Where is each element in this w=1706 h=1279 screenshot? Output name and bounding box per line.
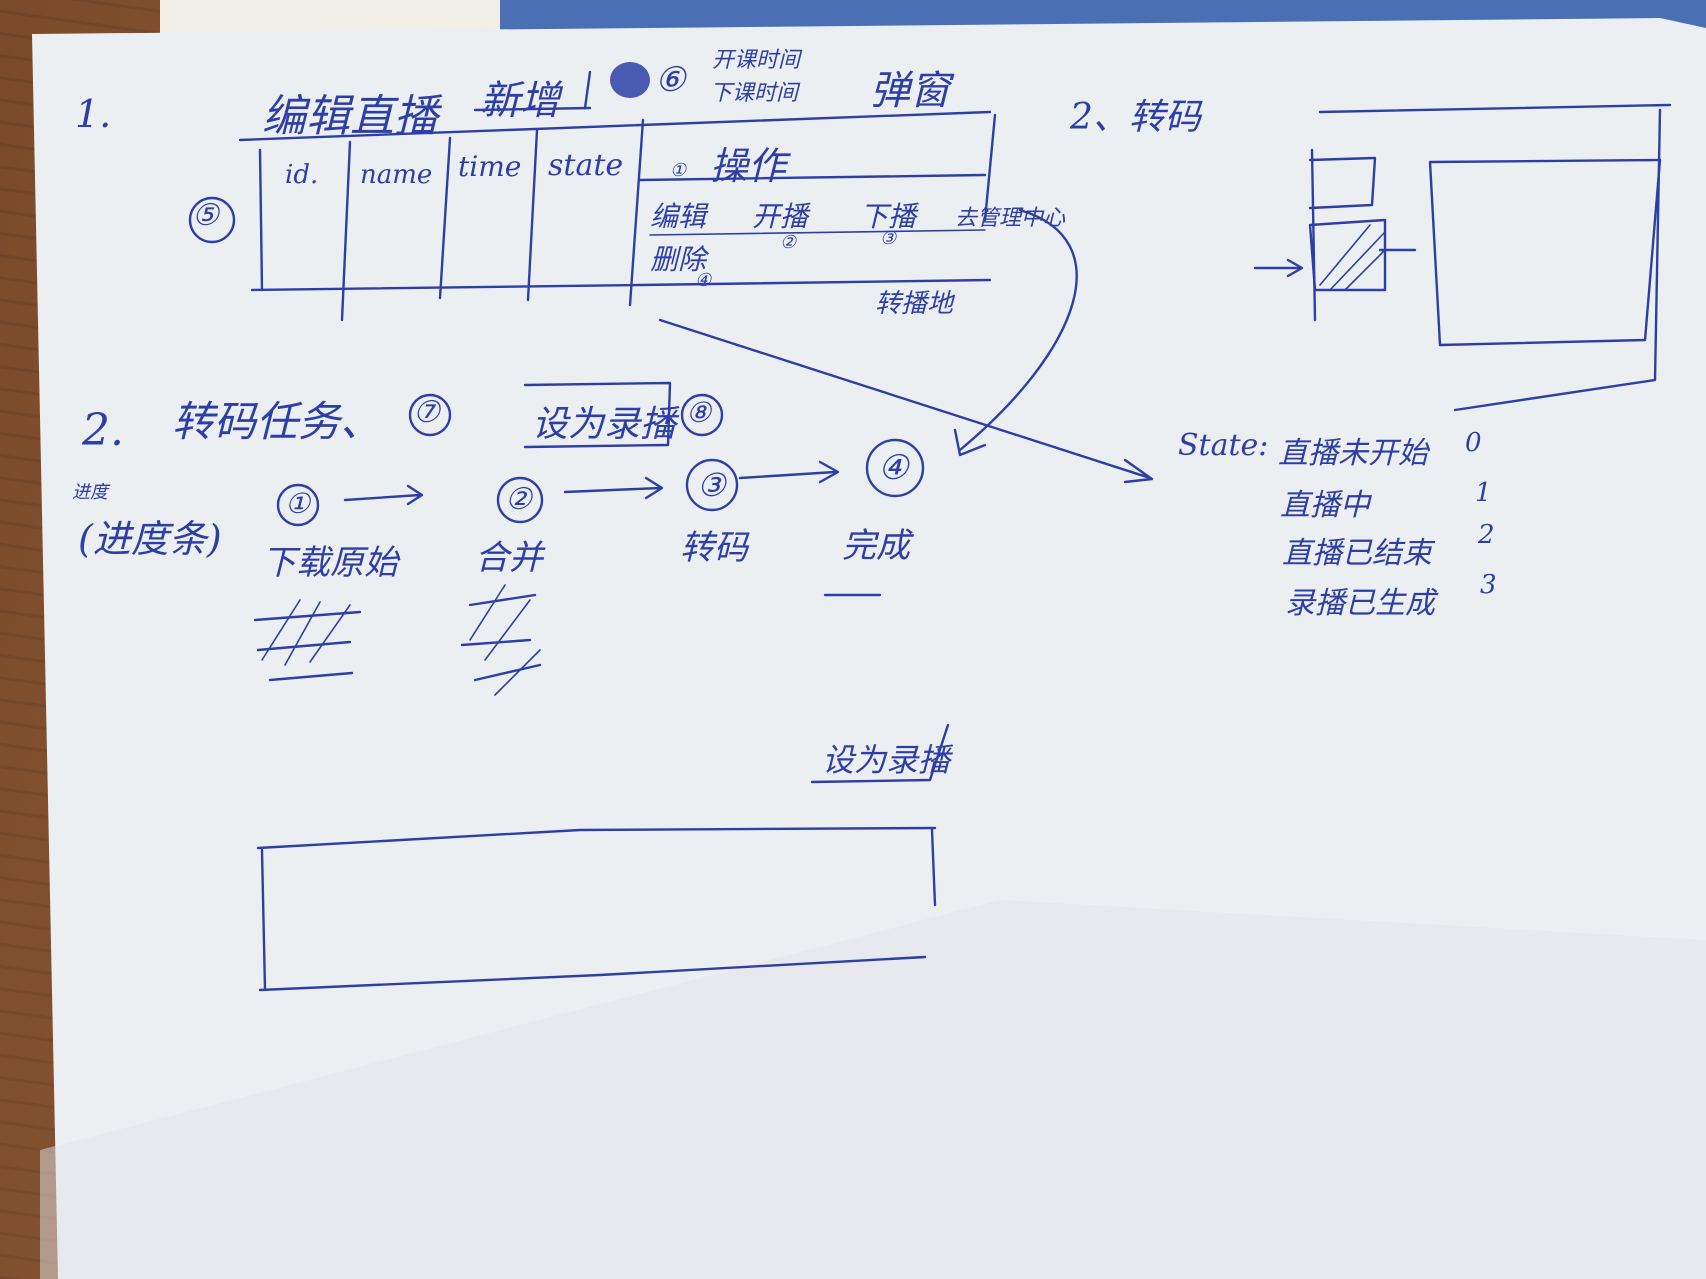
marker-2: ② [780, 232, 797, 253]
state-0-text: 直播未开始 [1278, 436, 1428, 471]
circle-5-label: ⑤ [192, 198, 219, 233]
section2-title: 转码任务、 [172, 397, 383, 446]
step3-num: ③ [697, 466, 726, 504]
table-divider [628, 118, 645, 307]
section1-number: 1. [75, 92, 112, 136]
table-header-state: state [548, 148, 624, 183]
circle-5-ring [188, 196, 236, 244]
table-header-time: time [458, 150, 522, 183]
side-note-top: 进度 [72, 482, 108, 503]
circle-7-label: ⑦ [413, 395, 440, 430]
section1-title: 编辑直播 [262, 91, 438, 142]
side-note: (进度条) [78, 517, 222, 561]
curved-arrow [958, 208, 1078, 452]
state-3-code: 3 [1480, 570, 1497, 600]
start-broadcast-action[interactable]: 开播 [752, 200, 809, 233]
table-divider [340, 140, 352, 322]
table-divider [438, 136, 452, 300]
paper-shadow [40, 900, 1706, 1279]
step3-label: 转码 [680, 528, 748, 568]
set-record-button[interactable]: 设为录播 [532, 404, 677, 445]
progress-lines [460, 593, 542, 682]
circle-6-label: ⑥ [655, 60, 686, 100]
time-note-line1: 开课时间 [712, 48, 801, 73]
popup-right-line [1453, 108, 1662, 412]
table-top-line [238, 110, 992, 142]
step1-label: 下载原始 [262, 543, 398, 583]
popup-small-box [1308, 156, 1377, 210]
edit-action[interactable]: 编辑 [650, 200, 707, 233]
step1-num: ① [285, 487, 311, 520]
progress-lines [253, 610, 362, 682]
table-right-border [983, 113, 997, 222]
step3-ring [685, 458, 739, 512]
marker-1: ① [670, 160, 687, 181]
bottom-box-top [256, 826, 937, 850]
table-left-border [258, 148, 264, 292]
step-arrow [563, 476, 664, 500]
marker-4: ④ [695, 270, 712, 291]
bottom-box-bottom [258, 955, 927, 992]
add-button-underline [473, 106, 592, 112]
circle-8-label: ⑧ [686, 396, 712, 429]
popup-hatching [1319, 224, 1386, 291]
state-1-text: 直播中 [1280, 488, 1370, 523]
section2-number: 2. [82, 405, 124, 456]
table-header-name: name [360, 160, 433, 190]
state-legend-prefix: State: [1178, 428, 1269, 463]
bottom-box-left [260, 848, 267, 992]
step-arrow [738, 460, 840, 484]
circle-8-ring [680, 393, 724, 437]
table-bottom-line [250, 278, 992, 292]
table-action-line [638, 173, 987, 182]
popup-hatched-box [1308, 218, 1387, 292]
bottom-button-box [810, 723, 950, 784]
step2-ring [496, 476, 544, 524]
state-0-code: 0 [1465, 428, 1482, 458]
scribble-mark [610, 62, 650, 98]
marker-3: ③ [880, 228, 897, 249]
step-arrow [343, 484, 424, 506]
table-divider [526, 128, 539, 302]
add-button-bracket [583, 70, 592, 110]
state-1-code: 1 [1475, 478, 1492, 508]
state-arrow [658, 318, 1152, 480]
progress-hatching [261, 599, 351, 666]
step4-ring [865, 438, 925, 498]
add-button[interactable]: 新增 [480, 78, 560, 124]
popup-inner-box [1428, 158, 1662, 347]
popup-top-line [1318, 103, 1672, 114]
step4-label: 完成 [842, 526, 910, 566]
time-note-line2: 下课时间 [710, 81, 799, 106]
circle-7-ring [408, 393, 452, 437]
delete-action[interactable]: 删除 [650, 243, 707, 276]
set-record-box [523, 381, 672, 449]
step2-num: ② [505, 482, 532, 517]
curved-arrow-head [953, 428, 987, 457]
step1-ring [276, 483, 320, 527]
table-action-line [649, 229, 986, 236]
step4-num: ④ [878, 448, 909, 488]
bottom-box-right [930, 828, 937, 907]
state-2-code: 2 [1478, 520, 1495, 550]
transcode-label: 2、转码 [1070, 97, 1201, 138]
table-header-actions: 操作 [710, 144, 787, 188]
state-3-text: 录播已生成 [1285, 586, 1435, 621]
stop-broadcast-action[interactable]: 下播 [860, 200, 917, 233]
state-arrow-head [1123, 458, 1154, 484]
state-2-text: 直播已结束 [1282, 536, 1432, 571]
popup-label: 弹窗 [870, 68, 950, 114]
bottom-set-record-button[interactable]: 设为录播 [822, 741, 951, 779]
popup-arrow [1253, 258, 1304, 278]
step2-label: 合并 [475, 538, 543, 578]
relay-address-action[interactable]: 转播地 [875, 289, 954, 319]
manage-center-action[interactable]: 去管理中心 [955, 206, 1066, 231]
popup-left-line [1310, 148, 1317, 322]
progress-hatching [469, 584, 541, 696]
table-header-id: id. [285, 160, 319, 190]
